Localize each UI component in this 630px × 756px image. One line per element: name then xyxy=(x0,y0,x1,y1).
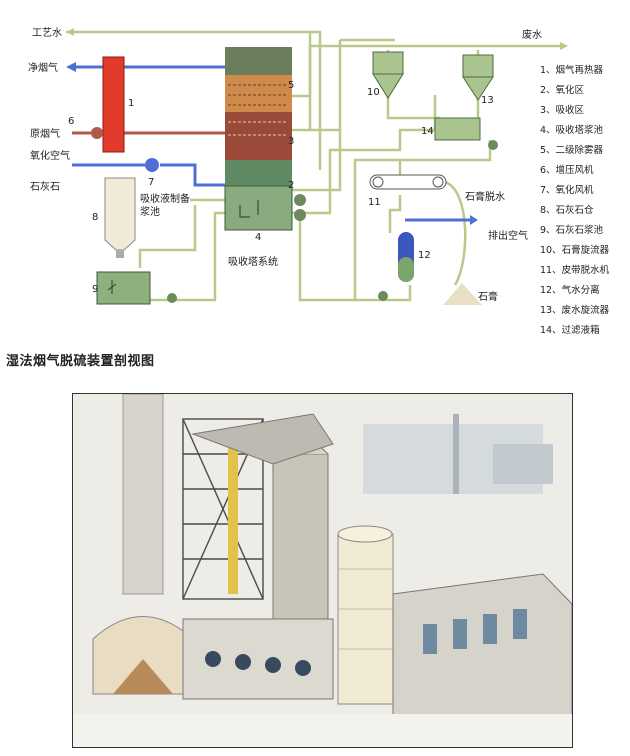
number-5: 5 xyxy=(288,80,294,91)
number-4: 4 xyxy=(255,232,261,243)
legend-item: 3、吸收区 xyxy=(540,104,585,116)
legend-item: 13、废水旋流器 xyxy=(540,304,610,316)
wastewater-cyclone xyxy=(462,54,494,101)
gypsum-pile xyxy=(443,283,482,305)
label-gypsum-dewatering: 石膏脱水 xyxy=(465,190,505,203)
limestone-silo xyxy=(104,177,136,258)
number-8: 8 xyxy=(92,212,98,223)
legend-item: 1、烟气再热器 xyxy=(540,64,604,76)
plant-illustration xyxy=(73,394,572,747)
label-raw-flue-gas: 原烟气 xyxy=(30,127,60,140)
label-absorber-system: 吸收塔系统 xyxy=(228,255,278,268)
legend: 1、烟气再热器 2、氧化区 3、吸收区 4、吸收塔浆池 5、二级除雾器 6、增压风机 7、氧… xyxy=(540,64,610,336)
label-process-water: 工艺水 xyxy=(32,27,62,39)
legend-item: 5、二级除雾器 xyxy=(540,144,604,156)
legend-item: 2、氧化区 xyxy=(540,84,585,96)
filtrate-tank xyxy=(434,117,481,141)
number-13: 13 xyxy=(481,95,494,106)
gypsum-cyclone xyxy=(372,51,404,99)
gas-lines xyxy=(72,65,470,222)
label-exhaust-air: 排出空气 xyxy=(488,229,528,242)
gas-water-separator xyxy=(398,232,414,282)
number-1: 1 xyxy=(128,98,134,109)
belt-filter xyxy=(369,174,447,190)
pipe-arrows xyxy=(66,28,568,50)
number-9: 9 xyxy=(92,284,98,295)
number-14: 14 xyxy=(421,126,434,137)
limestone-slurry-tank xyxy=(96,271,151,305)
legend-item: 6、增压风机 xyxy=(540,164,594,176)
number-10: 10 xyxy=(367,87,380,98)
oxidation-fan xyxy=(145,158,159,172)
booster-fan xyxy=(91,127,103,139)
number-11: 11 xyxy=(368,197,381,208)
label-limestone: 石灰石 xyxy=(30,180,60,193)
number-7: 7 xyxy=(148,177,154,188)
legend-item: 7、氧化风机 xyxy=(540,184,594,196)
pumps xyxy=(167,140,498,303)
legend-item: 14、过滤液箱 xyxy=(540,324,600,336)
reheater xyxy=(102,56,125,153)
label-absorbent-tank: 吸收液制备 浆池 xyxy=(140,192,193,218)
label-oxidation-air: 氧化空气 xyxy=(30,149,70,162)
label-gypsum: 石膏 xyxy=(478,290,498,303)
label-waste-water: 废水 xyxy=(522,28,542,41)
legend-item: 12、气水分离 xyxy=(540,284,600,296)
legend-item: 10、石膏旋流器 xyxy=(540,244,610,256)
process-pipes xyxy=(66,30,560,302)
number-2: 2 xyxy=(288,180,294,191)
number-12: 12 xyxy=(418,250,431,261)
fgd-plant-cutaway-illustration xyxy=(72,393,573,748)
legend-item: 8、石灰石仓 xyxy=(540,204,594,216)
component-numbers: 1 2 3 4 5 6 7 8 9 10 11 12 13 14 xyxy=(68,80,494,295)
page-caption: 湿法烟气脱硫装置剖视图 xyxy=(6,354,155,369)
absorber-tower xyxy=(224,47,293,231)
number-6: 6 xyxy=(68,116,74,127)
label-clean-flue-gas: 净烟气 xyxy=(28,61,58,74)
legend-item: 11、皮带脱水机 xyxy=(540,264,610,276)
flow-arrows xyxy=(66,62,478,225)
legend-item: 9、石灰石浆池 xyxy=(540,224,604,236)
legend-item: 4、吸收塔浆池 xyxy=(540,124,604,136)
number-3: 3 xyxy=(288,136,294,147)
fgd-process-diagram: 工艺水 净烟气 原烟气 氧化空气 石灰石 吸收液制备 浆池 吸收塔系统 废水 石… xyxy=(28,27,610,336)
